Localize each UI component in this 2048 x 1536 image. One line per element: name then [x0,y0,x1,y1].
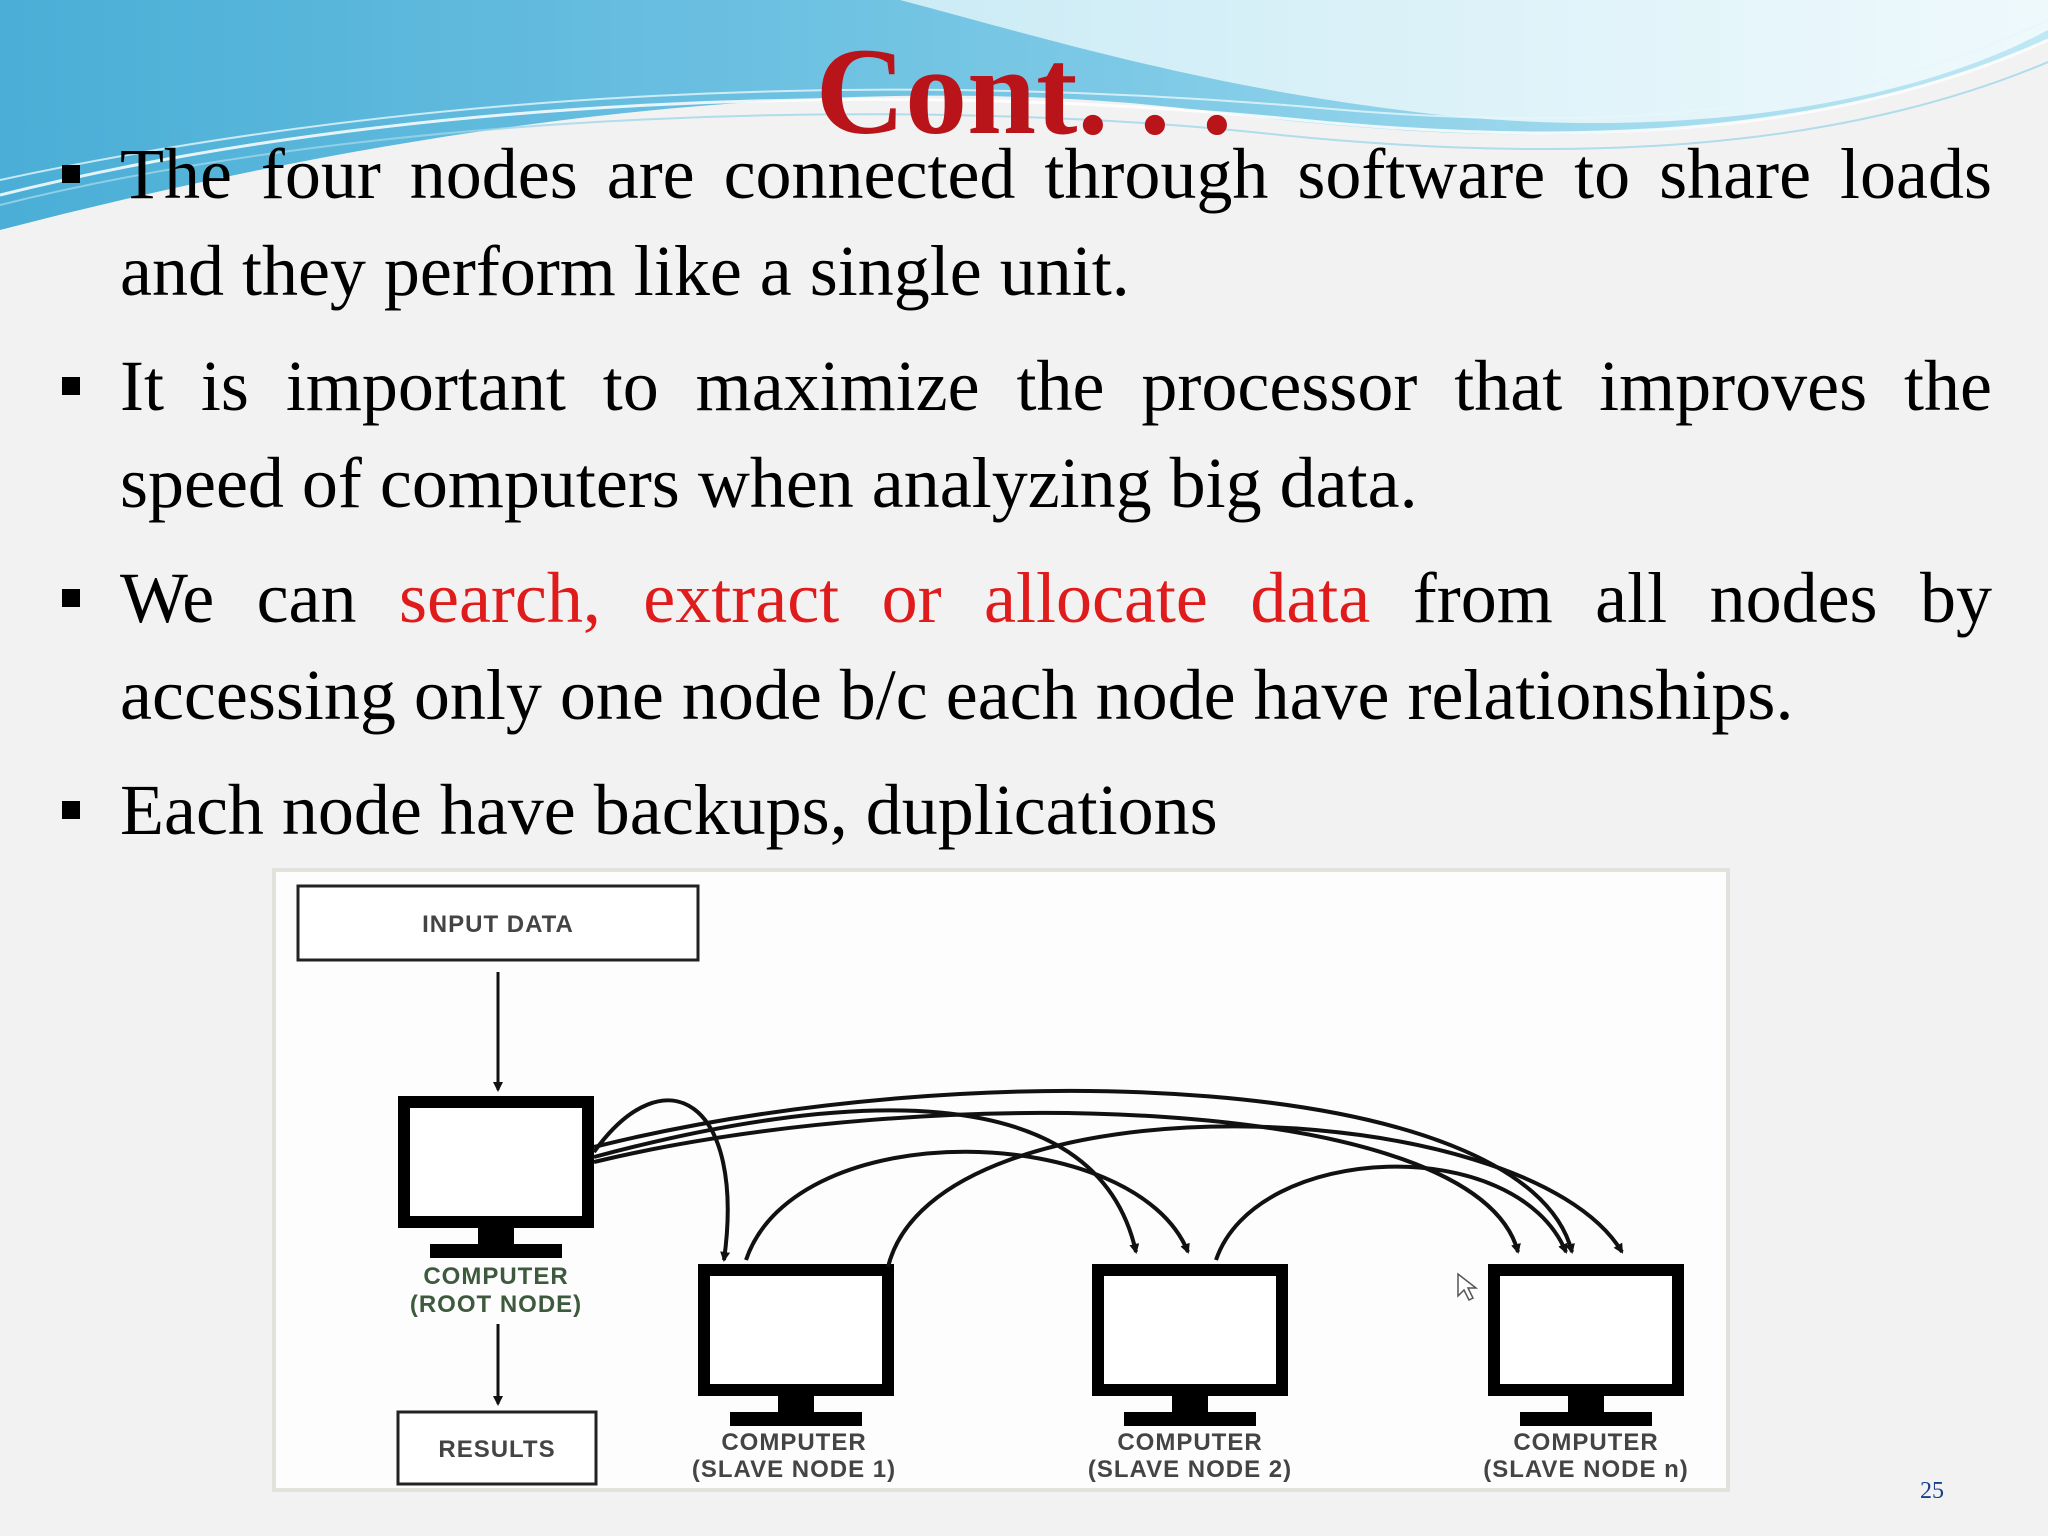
root-node-label-line1: COMPUTER [423,1263,568,1290]
bullet-item: It is important to maximize the processo… [60,338,1992,532]
arrow-slave1-to-slaven [886,1124,1624,1268]
bullet-item: Each node have backups, duplications [60,762,1992,859]
highlighted-text: search, extract or allocate data [398,558,1371,638]
cluster-diagram: INPUT DATA COMPUTER (ROOT NODE) RESULTS [272,868,1730,1492]
cluster-diagram-svg: INPUT DATA COMPUTER (ROOT NODE) RESULTS [296,884,1689,1486]
slave-node-n-label-line2: (SLAVE NODE n) [1483,1456,1689,1483]
mouse-cursor-icon [1457,1272,1479,1302]
bullet-list: The four nodes are connected through sof… [60,126,1992,877]
input-data-box [296,884,700,962]
slave-node-1-label-line1: COMPUTER [721,1429,866,1456]
slave-node-1-label-line2: (SLAVE NODE 1) [692,1456,896,1483]
arrow-root-to-slave2 [593,1108,1140,1254]
slave-node-1-monitor-icon [698,1264,894,1426]
bullet-text: Each node have backups, duplications [120,770,1218,850]
bullet-square-icon [62,589,80,607]
input-data-label: INPUT DATA [422,911,574,938]
arrow-root-to-slaven-b [593,1088,1575,1254]
root-node-label-line2: (ROOT NODE) [410,1291,582,1318]
slave-node-2-label-line2: (SLAVE NODE 2) [1088,1456,1292,1483]
bullet-item: We can search, extract or allocate data … [60,550,1992,744]
arrow-slave2-to-slaven [1214,1164,1568,1261]
results-label: RESULTS [438,1436,555,1463]
root-node-monitor-icon [398,1096,594,1258]
bullet-text: The four nodes are connected through sof… [120,134,1992,311]
slave-node-n-label-line1: COMPUTER [1513,1429,1658,1456]
bullet-text: It is important to maximize the processo… [120,346,1992,523]
slide-title: Cont. . . [815,23,1233,160]
page-number: 25 [1920,1478,1944,1504]
header-wave-decoration [0,0,2048,230]
arrow-slave1-to-slave2 [744,1149,1190,1261]
node-connections [592,1088,1624,1268]
slave-node-2-label-line1: COMPUTER [1117,1429,1262,1456]
bullet-square-icon [62,377,80,395]
bullet-text: from all nodes by accessing only one nod… [120,558,1993,735]
slave-node-2-monitor-icon [1092,1264,1288,1426]
arrow-root-to-slaven [593,1111,1521,1254]
bullet-square-icon [62,801,80,819]
bullet-square-icon [62,165,80,183]
results-box [396,1410,598,1486]
bullet-text: We can [120,558,399,638]
bullet-item: The four nodes are connected through sof… [60,126,1992,320]
slave-node-n-monitor-icon [1488,1264,1684,1426]
arrow-root-to-slave1 [592,1098,731,1262]
